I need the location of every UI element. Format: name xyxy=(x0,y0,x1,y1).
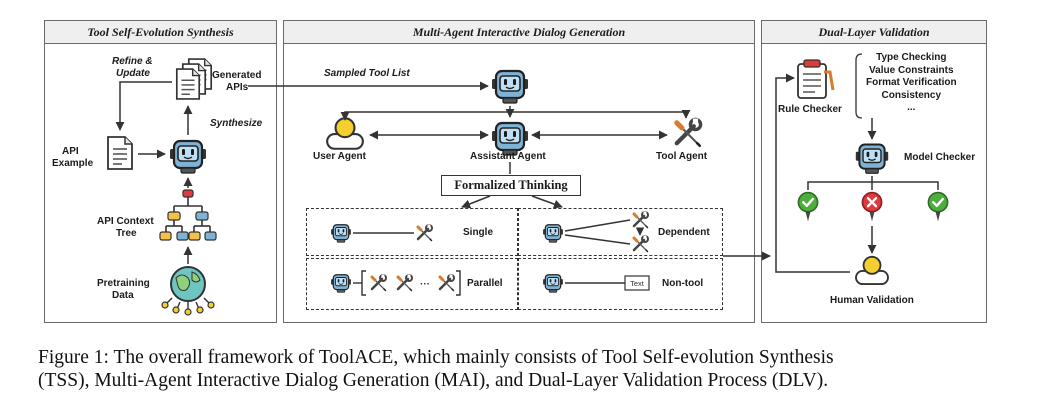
parallel-mode-box xyxy=(306,258,518,310)
clipboard-icon xyxy=(797,59,835,99)
tss-panel: Tool Self-Evolution Synthesis xyxy=(44,20,277,323)
check-value-constraints: Value Constraints xyxy=(869,64,954,76)
api-example-label-2: Example xyxy=(52,158,94,169)
thinking-to-dependent-arrow xyxy=(531,195,563,209)
parallel-mode-label: Parallel xyxy=(467,278,503,289)
single-mode-label: Single xyxy=(463,227,494,238)
generated-apis-document-icon xyxy=(175,58,213,100)
api-context-tree-label-1: API Context xyxy=(97,216,154,227)
user-agent-icon xyxy=(326,117,364,150)
mai-panel-title: Multi-Agent Interactive Dialog Generatio… xyxy=(284,21,754,44)
dependent-mode-label: Dependent xyxy=(658,227,710,238)
tss-panel-title: Tool Self-Evolution Synthesis xyxy=(45,21,276,44)
pretraining-data-label-2: Data xyxy=(112,290,134,301)
check-icon-left xyxy=(797,191,819,223)
text-box-label: Text xyxy=(630,279,645,288)
parallel-bracket-left xyxy=(361,270,366,296)
caption-line-2: (TSS), Multi-Agent Interactive Dialog Ge… xyxy=(38,370,829,391)
api-example-label-1: API xyxy=(62,146,79,157)
api-context-tree-label-2: Tree xyxy=(116,228,137,239)
cross-icon xyxy=(861,191,883,223)
single-robot-icon xyxy=(330,224,352,243)
single-tool-icon xyxy=(416,223,434,242)
refine-update-label-2: Update xyxy=(116,68,150,79)
tool-agent-label: Tool Agent xyxy=(656,151,708,162)
parallel-tool-icon-2 xyxy=(396,273,414,292)
check-consistency: Consistency xyxy=(881,89,942,101)
non-tool-robot-icon xyxy=(542,274,564,293)
dependent-tool-icon-2 xyxy=(632,234,650,253)
refine-update-label-1: Refine & xyxy=(112,56,153,67)
figure-caption: Figure 1: The overall framework of ToolA… xyxy=(38,346,1028,392)
refine-update-arrow xyxy=(115,81,172,131)
human-validation-label: Human Validation xyxy=(830,295,914,306)
parallel-tool-icon-1 xyxy=(370,273,388,292)
sampler-robot-icon xyxy=(490,69,530,105)
checks-brace xyxy=(855,53,863,119)
generated-apis-label-1: Generated xyxy=(212,70,262,81)
parallel-ellipsis: ··· xyxy=(420,279,430,290)
rule-checker-label: Rule Checker xyxy=(778,104,842,115)
api-example-document-icon xyxy=(107,136,133,170)
pretraining-data-label-1: Pretraining xyxy=(97,278,150,289)
assistant-agent-label: Assistant Agent xyxy=(470,151,546,162)
model-checker-label: Model Checker xyxy=(904,152,976,163)
dependent-tool-icon-1 xyxy=(632,210,650,229)
parallel-robot-icon xyxy=(330,274,352,293)
thinking-to-single-arrow xyxy=(461,195,491,209)
parallel-bracket-right xyxy=(456,270,461,296)
check-more: ... xyxy=(907,102,916,113)
user-tool-link xyxy=(340,109,691,121)
dlv-input-line xyxy=(775,73,850,273)
dlv-panel-title: Dual-Layer Validation xyxy=(762,21,986,44)
user-agent-label: User Agent xyxy=(313,151,366,162)
text-box xyxy=(624,275,650,291)
generated-apis-label-2: APIs xyxy=(226,82,249,93)
non-tool-mode-box xyxy=(518,258,723,310)
non-tool-mode-label: Non-tool xyxy=(662,278,704,289)
dependent-robot-icon xyxy=(542,224,564,243)
api-context-tree-icon xyxy=(159,189,217,241)
model-branch-line xyxy=(807,181,939,190)
dependent-call-line-1 xyxy=(564,219,631,232)
rule-checks-list: Type Checking Value Constraints Format V… xyxy=(866,52,957,115)
dependent-call-line-2 xyxy=(564,234,631,245)
human-validation-icon xyxy=(855,255,889,286)
tool-agent-icon xyxy=(677,119,701,146)
check-type-checking: Type Checking xyxy=(876,52,947,63)
check-icon-right xyxy=(927,191,949,223)
model-checker-robot-icon xyxy=(854,143,890,175)
dependent-mode-box xyxy=(518,208,723,256)
formalized-thinking-box: Formalized Thinking xyxy=(441,175,581,196)
caption-line-1: Figure 1: The overall framework of ToolA… xyxy=(38,347,834,368)
parallel-tool-icon-3 xyxy=(438,273,456,292)
pretraining-data-globe-icon xyxy=(161,266,215,316)
synthesize-label: Synthesize xyxy=(210,118,263,129)
check-format-verification: Format Verification xyxy=(866,77,957,88)
synthesizer-robot-icon xyxy=(168,139,208,175)
single-mode-box xyxy=(306,208,518,256)
sampled-tool-list-label: Sampled Tool List xyxy=(324,68,410,79)
